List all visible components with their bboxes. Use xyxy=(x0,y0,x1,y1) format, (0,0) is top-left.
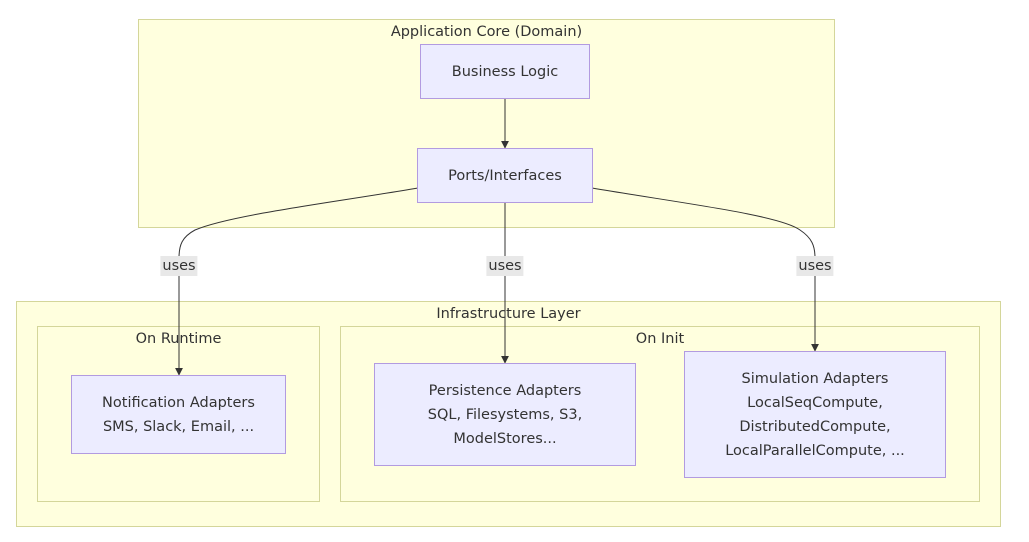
node-notification-adapters-title: Notification Adapters xyxy=(102,394,255,411)
node-ports-interfaces-label: Ports/Interfaces xyxy=(448,167,562,184)
node-notification-adapters-detail: SMS, Slack, Email, ... xyxy=(102,418,255,435)
node-simulation-adapters-detail-3: LocalParallelCompute, ... xyxy=(725,442,905,459)
node-simulation-adapters[interactable]: Simulation Adapters LocalSeqCompute, Dis… xyxy=(684,351,946,478)
node-simulation-adapters-title: Simulation Adapters xyxy=(741,370,889,387)
edge-label-uses-simulation: uses xyxy=(796,256,834,276)
node-ports-interfaces[interactable]: Ports/Interfaces xyxy=(417,148,593,203)
edge-label-uses-persistence: uses xyxy=(486,256,524,276)
node-persistence-adapters[interactable]: Persistence Adapters SQL, Filesystems, S… xyxy=(374,363,636,466)
cluster-title-application-core: Application Core (Domain) xyxy=(390,24,583,40)
edge-label-uses-notification: uses xyxy=(160,256,198,276)
cluster-title-infrastructure-layer: Infrastructure Layer xyxy=(436,306,581,322)
cluster-title-on-runtime: On Runtime xyxy=(135,331,222,347)
node-persistence-adapters-detail-1: SQL, Filesystems, S3, xyxy=(427,406,583,423)
cluster-title-on-init: On Init xyxy=(635,331,685,347)
node-simulation-adapters-detail-2: DistributedCompute, xyxy=(739,418,891,435)
node-persistence-adapters-detail-2: ModelStores... xyxy=(453,430,557,447)
node-simulation-adapters-detail-1: LocalSeqCompute, xyxy=(747,394,883,411)
node-business-logic[interactable]: Business Logic xyxy=(420,44,590,99)
node-business-logic-label: Business Logic xyxy=(451,63,559,80)
node-notification-adapters[interactable]: Notification Adapters SMS, Slack, Email,… xyxy=(71,375,286,454)
node-persistence-adapters-title: Persistence Adapters xyxy=(428,382,582,399)
